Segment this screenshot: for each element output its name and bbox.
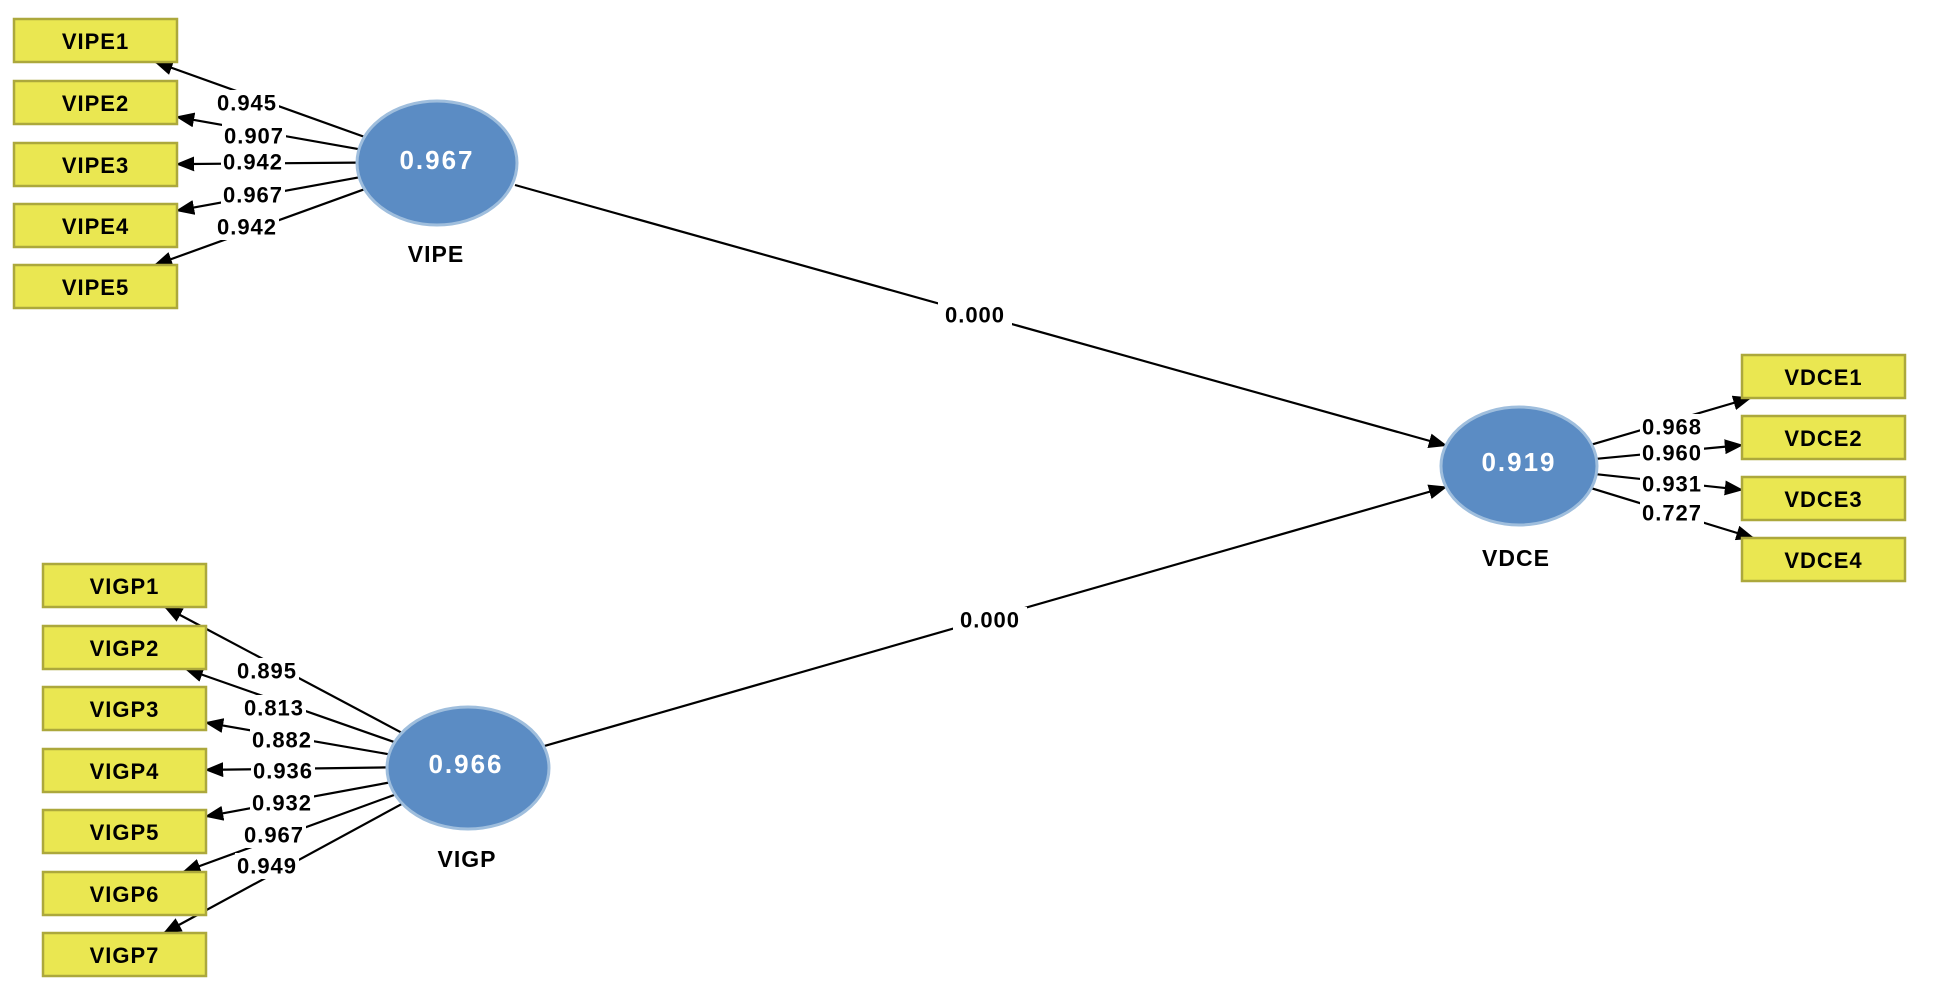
- latent-vigp-value: 0.966: [428, 749, 503, 779]
- vigp-indicators: VIGP1 VIGP2 VIGP3 VIGP4 VIGP5 VIGP6 VIGP…: [41, 562, 208, 978]
- indicator-vigp4-label: VIGP4: [90, 759, 160, 784]
- indicator-vigp5-label: VIGP5: [90, 820, 160, 845]
- loading-value-vigp3: 0.882: [252, 728, 312, 753]
- loading-label-bg: [1640, 414, 1704, 440]
- indicator-vipe5-label: VIPE5: [62, 275, 129, 300]
- indicator-vipe3-label: VIPE3: [62, 153, 129, 178]
- indicator-vipe1-box: [12, 17, 179, 64]
- indicator-vipe3-box: [12, 141, 179, 188]
- indicator-vdce1-box: [1740, 353, 1907, 400]
- vipe-loading-arrows: 0.945 0.907 0.942 0.967 0.942: [153, 60, 365, 267]
- loading-label-bg: [221, 182, 285, 208]
- indicator-vipe2-box: [12, 79, 179, 126]
- indicator-vigp2-box: [41, 624, 208, 671]
- loading-label-bg: [221, 149, 285, 175]
- latent-vigp-label: VIGP: [438, 846, 497, 872]
- path-vigp-vdce-label-bg: [953, 607, 1027, 633]
- loading-label-bg: [222, 123, 286, 149]
- latent-vdce-label: VDCE: [1482, 545, 1550, 571]
- indicator-vigp4-box: [41, 747, 208, 794]
- indicator-vigp6-box: [41, 870, 208, 917]
- indicator-vdce1-label: VDCE1: [1784, 365, 1862, 390]
- loading-label-bg: [1640, 500, 1704, 526]
- latent-vipe: 0.967 VIPE: [355, 99, 519, 267]
- loading-value-vdce3: 0.931: [1642, 472, 1702, 497]
- indicator-vipe4-label: VIPE4: [62, 214, 129, 239]
- loading-value-vigp2: 0.813: [244, 696, 304, 721]
- loading-label-bg: [1640, 471, 1704, 497]
- indicator-vigp6-label: VIGP6: [90, 882, 160, 907]
- indicator-vigp3-box: [41, 685, 208, 732]
- loading-value-vigp5: 0.932: [252, 791, 312, 816]
- loading-value-vipe3: 0.942: [223, 150, 283, 175]
- loading-value-vipe2: 0.907: [224, 124, 284, 149]
- loading-value-vipe5: 0.942: [217, 215, 277, 240]
- indicator-vigp1-box: [41, 562, 208, 609]
- loading-value-vdce1: 0.968: [1642, 415, 1702, 440]
- loading-label-bg: [235, 853, 299, 879]
- path-vipe-vdce-label-bg: [938, 302, 1012, 328]
- vdce-indicators: VDCE1 VDCE2 VDCE3 VDCE4: [1740, 353, 1907, 583]
- latent-vdce: 0.919 VDCE: [1439, 405, 1599, 571]
- latent-vipe-label: VIPE: [408, 241, 464, 267]
- structural-paths: 0.000 0.000: [514, 183, 1448, 748]
- loading-value-vdce4: 0.727: [1642, 501, 1702, 526]
- latent-vigp-ellipse: [385, 705, 551, 831]
- indicator-vigp5-box: [41, 808, 208, 855]
- indicator-vdce4-box: [1740, 536, 1907, 583]
- latent-vigp: 0.966 VIGP: [385, 705, 551, 872]
- loading-value-vigp7: 0.949: [237, 854, 297, 879]
- latent-vdce-value: 0.919: [1481, 447, 1556, 477]
- loading-label-bg: [1640, 440, 1704, 466]
- loading-label-bg: [242, 695, 306, 721]
- loading-value-vigp4: 0.936: [253, 759, 313, 784]
- loading-label-bg: [250, 790, 314, 816]
- indicator-vigp3-label: VIGP3: [90, 697, 160, 722]
- loading-value-vigp1: 0.895: [237, 659, 297, 684]
- latent-vdce-ellipse: [1439, 405, 1599, 527]
- indicator-vipe4-box: [12, 202, 179, 249]
- loading-label-bg: [215, 214, 279, 240]
- latent-vipe-ellipse: [355, 99, 519, 227]
- indicator-vdce3-label: VDCE3: [1784, 487, 1862, 512]
- loading-label-bg: [250, 727, 314, 753]
- loading-label-bg: [242, 822, 306, 848]
- indicator-vigp7-box: [41, 931, 208, 978]
- indicator-vdce2-box: [1740, 414, 1907, 461]
- path-vigp-vdce-coefficient: 0.000: [960, 608, 1020, 633]
- loading-value-vdce2: 0.960: [1642, 441, 1702, 466]
- indicator-vipe5-box: [12, 263, 179, 310]
- loading-label-bg: [215, 90, 279, 116]
- indicator-vipe1-label: VIPE1: [62, 29, 129, 54]
- latent-vipe-value: 0.967: [399, 145, 474, 175]
- indicator-vdce4-label: VDCE4: [1784, 548, 1862, 573]
- vdce-loading-arrows: 0.968 0.960 0.931 0.727: [1590, 395, 1755, 541]
- indicator-vigp7-label: VIGP7: [90, 943, 160, 968]
- indicator-vigp2-label: VIGP2: [90, 636, 160, 661]
- loading-label-bg: [235, 658, 299, 684]
- path-vipe-vdce-coefficient: 0.000: [945, 303, 1005, 328]
- indicator-vigp1-label: VIGP1: [90, 574, 160, 599]
- vipe-indicators: VIPE1 VIPE2 VIPE3 VIPE4 VIPE5: [12, 17, 179, 310]
- indicator-vdce3-box: [1740, 475, 1907, 522]
- indicator-vipe2-label: VIPE2: [62, 91, 129, 116]
- loading-value-vipe4: 0.967: [223, 183, 283, 208]
- loading-value-vigp6: 0.967: [244, 823, 304, 848]
- indicator-vdce2-label: VDCE2: [1784, 426, 1862, 451]
- loading-value-vipe1: 0.945: [217, 91, 277, 116]
- loading-label-bg: [251, 758, 315, 784]
